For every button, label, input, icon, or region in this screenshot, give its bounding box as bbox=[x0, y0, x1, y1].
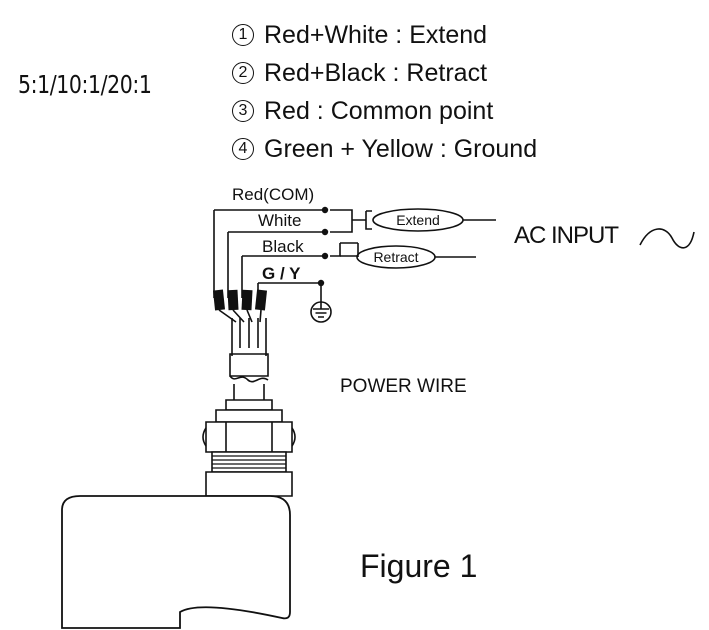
legend-item-retract: 2 Red+Black : Retract bbox=[232, 54, 537, 92]
ac-input-label: AC INPUT bbox=[514, 222, 619, 249]
actuator-body bbox=[61, 495, 291, 629]
legend-text-retract: Red+Black : Retract bbox=[264, 59, 488, 87]
gy-label: G / Y bbox=[262, 264, 301, 283]
legend-text-ground: Green + Yellow : Ground bbox=[264, 135, 538, 163]
legend-item-extend: 1 Red+White : Extend bbox=[232, 16, 537, 54]
cable-lower bbox=[233, 384, 265, 400]
legend-number-2: 2 bbox=[232, 62, 254, 84]
legend-number-1: 1 bbox=[232, 24, 254, 46]
legend-text-common: Red : Common point bbox=[264, 97, 494, 125]
cable-sheath bbox=[229, 353, 269, 377]
red-com-label: Red(COM) bbox=[232, 185, 314, 204]
white-terminal-dot bbox=[321, 228, 329, 236]
cable-jacket bbox=[231, 318, 267, 356]
retract-label: Retract bbox=[373, 249, 418, 265]
legend-item-common: 3 Red : Common point bbox=[232, 92, 537, 130]
retract-bracket bbox=[330, 242, 358, 257]
extend-label: Extend bbox=[396, 212, 440, 228]
legend-item-ground: 4 Green + Yellow : Ground bbox=[232, 130, 537, 168]
gy-terminal-dot bbox=[317, 279, 325, 287]
ground-symbol-icon bbox=[310, 301, 332, 323]
black-wire-line bbox=[241, 255, 325, 298]
legend-number-4: 4 bbox=[232, 138, 254, 160]
cable-break bbox=[229, 375, 269, 383]
black-terminal-dot bbox=[321, 252, 329, 260]
cable-gland bbox=[202, 399, 296, 510]
white-wire-line bbox=[227, 231, 325, 298]
red-wire-line bbox=[213, 209, 325, 298]
ac-sine-icon bbox=[639, 228, 695, 249]
red-terminal-dot bbox=[321, 206, 329, 214]
terminal-dots bbox=[317, 206, 329, 287]
black-label: Black bbox=[262, 237, 304, 256]
gear-ratio-text: 5:1/10:1/20:1 bbox=[18, 70, 152, 99]
wire-ferrules bbox=[212, 289, 268, 323]
extend-bracket bbox=[330, 209, 353, 233]
legend-text-extend: Red+White : Extend bbox=[264, 21, 488, 49]
wire-legend: 1 Red+White : Extend 2 Red+Black : Retra… bbox=[232, 16, 537, 168]
legend-number-3: 3 bbox=[232, 100, 254, 122]
white-label: White bbox=[258, 211, 301, 230]
extend-link bbox=[352, 210, 372, 230]
figure-caption: Figure 1 bbox=[360, 548, 478, 584]
cable-core-lines bbox=[239, 318, 259, 348]
power-wire-label: POWER WIRE bbox=[340, 376, 467, 397]
gy-wire-line bbox=[257, 282, 321, 298]
